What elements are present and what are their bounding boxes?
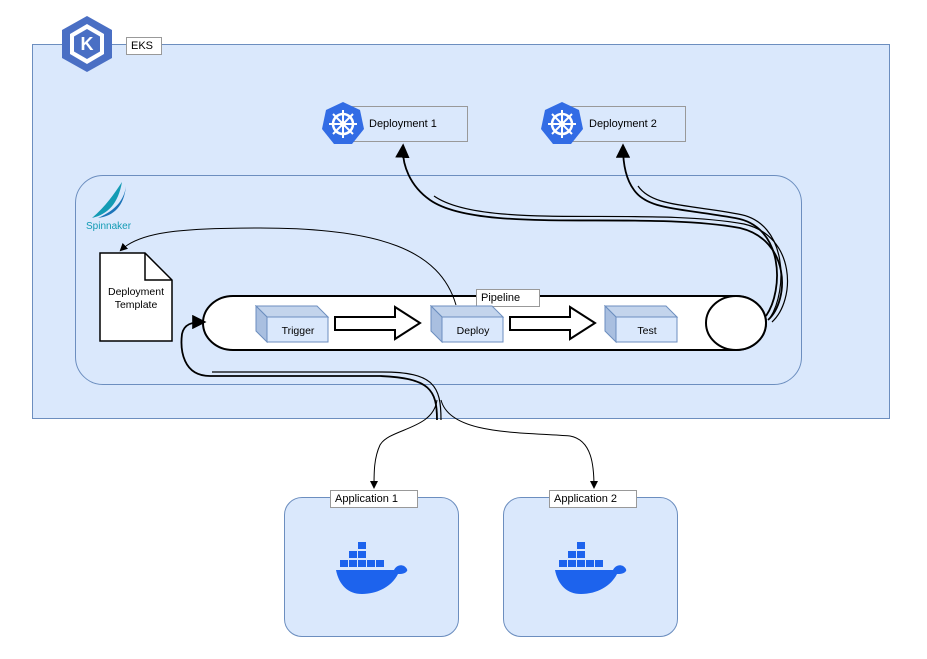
kubernetes-icon: [322, 102, 364, 144]
application-1-label: Application 1: [330, 490, 418, 508]
spinnaker-logo-icon: Spinnaker: [86, 182, 132, 232]
svg-text:K: K: [81, 34, 94, 54]
application-2-label: Application 2: [549, 490, 637, 508]
stage-trigger-box[interactable]: Trigger: [255, 305, 330, 343]
stage-deploy-label: Deploy: [457, 325, 490, 337]
eks-logo-icon: K: [62, 16, 112, 72]
stage-test-label: Test: [637, 325, 656, 337]
stage-test-box[interactable]: Test: [604, 305, 679, 343]
deployment-1-label: Deployment 1: [369, 118, 437, 130]
docker-icon: [336, 542, 408, 594]
eks-label: EKS: [126, 37, 162, 55]
stage-deploy-box[interactable]: Deploy: [430, 305, 505, 343]
stage-trigger-label: Trigger: [282, 325, 315, 337]
kubernetes-icon: [541, 102, 583, 144]
docker-icon: [555, 542, 627, 594]
deployment-2-label: Deployment 2: [589, 118, 657, 130]
spinnaker-logo-text: Spinnaker: [86, 221, 132, 232]
